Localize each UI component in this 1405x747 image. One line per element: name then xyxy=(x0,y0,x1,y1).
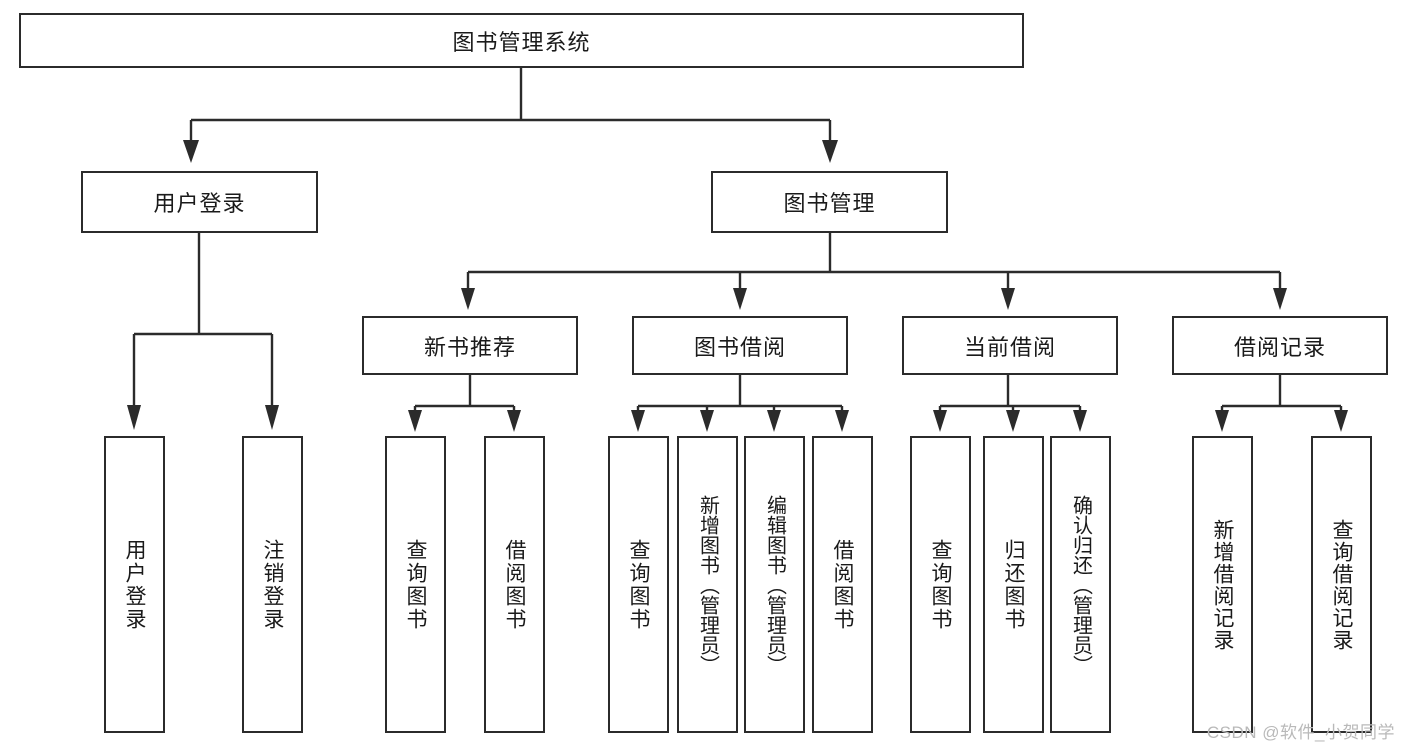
arrow-head-leaf-borrow-book xyxy=(835,410,849,432)
arrow-head-new-book-recommend xyxy=(461,288,475,310)
node-new-book-recommend[interactable] xyxy=(362,316,578,375)
arrow-head-leaf-user-logout xyxy=(265,405,279,430)
node-leaf-add-book-admin[interactable] xyxy=(677,436,738,733)
node-current-borrow[interactable] xyxy=(902,316,1118,375)
connector-book-manage-to-level3 xyxy=(461,233,1287,310)
connector-book-borrow-to-leaves xyxy=(631,375,849,432)
csdn-watermark: CSDN @软件_小贺同学 xyxy=(1206,723,1395,742)
arrow-head-leaf-borrow-book-recommend xyxy=(507,410,521,432)
arrow-head-book-borrow xyxy=(733,288,747,310)
arrow-head-leaf-add-borrow-record xyxy=(1215,410,1229,432)
arrow-head-leaf-user-login xyxy=(127,405,141,430)
node-leaf-query-book-current[interactable] xyxy=(910,436,971,733)
node-leaf-borrow-book[interactable] xyxy=(812,436,873,733)
arrow-head-leaf-add-book-admin xyxy=(700,410,714,432)
connector-new-book-recommend-to-leaves xyxy=(408,375,521,432)
node-leaf-return-book[interactable] xyxy=(983,436,1044,733)
arrow-head-borrow-record xyxy=(1273,288,1287,310)
node-user-login[interactable] xyxy=(81,171,318,233)
arrow-head-leaf-query-book-recommend xyxy=(408,410,422,432)
node-leaf-borrow-book-recommend[interactable] xyxy=(484,436,545,733)
arrow-head-leaf-return-book xyxy=(1006,410,1020,432)
node-root-system[interactable] xyxy=(19,13,1024,68)
arrow-head-leaf-edit-book-admin xyxy=(767,410,781,432)
node-leaf-confirm-return-admin[interactable] xyxy=(1050,436,1111,733)
arrow-head-leaf-confirm-return-admin xyxy=(1073,410,1087,432)
node-book-manage[interactable] xyxy=(711,171,948,233)
node-leaf-query-book-recommend[interactable] xyxy=(385,436,446,733)
arrow-head-leaf-query-borrow-record xyxy=(1334,410,1348,432)
arrow-head-leaf-query-book-borrow xyxy=(631,410,645,432)
node-book-borrow[interactable] xyxy=(632,316,848,375)
connector-root-to-level2 xyxy=(183,68,838,163)
connector-current-borrow-to-leaves xyxy=(933,375,1087,432)
node-leaf-user-logout[interactable] xyxy=(242,436,303,733)
arrow-head-book-manage xyxy=(822,140,838,163)
node-leaf-query-book-borrow[interactable] xyxy=(608,436,669,733)
node-leaf-add-borrow-record[interactable] xyxy=(1192,436,1253,733)
arrow-head-leaf-query-book-current xyxy=(933,410,947,432)
connector-borrow-record-to-leaves xyxy=(1215,375,1348,432)
connector-user-login-to-leaves xyxy=(127,233,279,430)
node-leaf-query-borrow-record[interactable] xyxy=(1311,436,1372,733)
node-leaf-edit-book-admin[interactable] xyxy=(744,436,805,733)
node-leaf-user-login[interactable] xyxy=(104,436,165,733)
arrow-head-user-login xyxy=(183,140,199,163)
node-borrow-record[interactable] xyxy=(1172,316,1388,375)
arrow-head-current-borrow xyxy=(1001,288,1015,310)
